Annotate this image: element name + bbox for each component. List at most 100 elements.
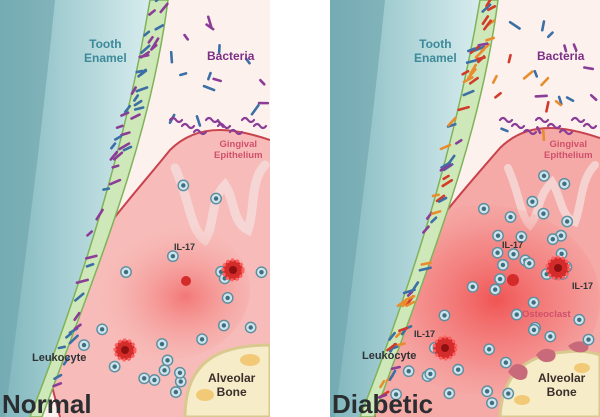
bacterium-rod-icon	[481, 15, 490, 26]
bacterium-chain-icon	[180, 122, 196, 130]
bacterium-rod-icon	[250, 103, 260, 116]
bacterium-rod-icon	[442, 174, 450, 181]
bacteria-group	[52, 0, 270, 388]
bacterium-chain-icon	[510, 122, 526, 130]
bacterium-rod-icon	[257, 101, 270, 105]
inflamed-cell-icon	[545, 255, 571, 281]
bacterium-rod-icon	[540, 20, 546, 32]
leukocyte-nucleus	[495, 250, 500, 255]
bacterium-rod-icon	[446, 122, 457, 128]
bacterium-rod-icon	[73, 311, 81, 322]
leukocyte-nucleus	[484, 389, 490, 394]
bacterium-rod-icon	[565, 96, 575, 103]
bacterium-rod-icon	[401, 300, 408, 308]
bacterium-rod-icon	[150, 37, 160, 50]
bacterium-rod-icon	[440, 161, 452, 169]
leukocyte-nucleus	[221, 323, 227, 328]
bacterium-rod-icon	[396, 298, 408, 308]
leukocyte-nucleus	[112, 364, 117, 369]
bacterium-rod-icon	[379, 379, 386, 389]
bacterium-rod-icon	[75, 278, 89, 284]
bacterium-rod-icon	[130, 113, 141, 120]
leukocyte-nucleus	[558, 233, 564, 238]
bacterium-rod-icon	[108, 178, 122, 186]
bacterium-rod-icon	[135, 69, 144, 74]
biofilm	[29, 0, 169, 417]
leukocyte-nucleus	[541, 211, 546, 216]
bacterium-rod-icon	[110, 142, 117, 150]
leukocyte-nucleus	[531, 327, 537, 333]
bacterium-rod-icon	[435, 194, 446, 203]
leukocyte-nucleus	[159, 341, 165, 347]
leukocyte-nucleus	[550, 236, 555, 242]
bacterium-rod-icon	[135, 86, 149, 93]
bacterium-rod-icon	[68, 334, 79, 345]
leukocyte-nucleus	[259, 270, 264, 275]
leukocyte-nucleus	[527, 261, 532, 266]
leukocyte-nucleus	[199, 337, 205, 342]
bone-marrow-icon	[196, 389, 214, 401]
bacterium-rod-icon	[133, 106, 145, 111]
bacterium-rod-icon	[244, 57, 251, 65]
bacterium-rod-icon	[57, 345, 67, 350]
bacterium-rod-icon	[202, 84, 216, 92]
leukocyte-nucleus	[162, 368, 167, 373]
bacterium-rod-icon	[466, 47, 477, 53]
bacterium-rod-icon	[431, 193, 440, 198]
bacterium-rod-icon	[412, 281, 420, 291]
bacterium-rod-icon	[154, 24, 165, 31]
bacterium-rod-icon	[454, 138, 463, 145]
bacterium-rod-icon	[53, 373, 63, 381]
bacterium-rod-icon	[133, 99, 143, 107]
bacterium-rod-icon	[388, 369, 397, 382]
label-il17: IL-17	[502, 240, 524, 250]
bacterium-rod-icon	[405, 300, 416, 308]
bacterium-rod-icon	[183, 33, 190, 41]
bacterium-rod-icon	[430, 216, 438, 224]
bone-marrow-icon	[514, 395, 530, 405]
label-osteoclast: Osteoclast	[522, 309, 571, 320]
bacterium-rod-icon	[85, 262, 95, 268]
bacterium-rod-icon	[109, 150, 119, 161]
leukocyte-nucleus	[586, 337, 591, 342]
bacterium-rod-icon	[386, 342, 397, 352]
bacterium-rod-icon	[447, 116, 457, 127]
bacterium-rod-icon	[138, 53, 150, 59]
bacterium-rod-icon	[120, 131, 131, 137]
bacterium-rod-icon	[139, 69, 148, 77]
leukocyte-nucleus	[152, 377, 157, 383]
leukocyte-nucleus	[514, 312, 519, 317]
bacterium-rod-icon	[469, 63, 478, 76]
bacterium-rod-icon	[540, 76, 550, 87]
bone-marrow-icon	[240, 354, 260, 366]
bacterium-rod-icon	[494, 91, 502, 99]
leukocyte-nucleus	[393, 392, 399, 397]
bacterium-rod-icon	[147, 35, 154, 44]
leukocyte-nucleus	[173, 389, 179, 395]
epithelium-ridges	[170, 160, 270, 247]
leukocyte-nucleus	[531, 300, 536, 305]
bacterium-rod-icon	[112, 151, 124, 161]
bacterium-rod-icon	[396, 342, 406, 347]
bacterium-rod-icon	[545, 100, 550, 113]
bacterium-chain-icon	[168, 116, 184, 124]
leukocyte-nucleus	[495, 233, 501, 238]
bacterium-rod-icon	[169, 50, 174, 64]
leukocyte-nucleus	[177, 370, 183, 375]
bacterium-rod-icon	[130, 86, 137, 95]
leukocyte-nucleus	[564, 219, 570, 224]
bacterium-rod-icon	[65, 332, 73, 339]
bacterium-rod-icon	[402, 288, 416, 295]
bacterium-rod-icon	[148, 9, 156, 16]
leukocyte-nucleus	[508, 214, 513, 220]
bacterium-rod-icon	[133, 94, 140, 102]
bacterium-rod-icon	[418, 266, 432, 272]
label-leukocyte: Leukocyte	[362, 350, 417, 362]
leukocyte-nucleus	[442, 313, 447, 318]
bacterium-rod-icon	[500, 127, 509, 133]
bacterium-rod-icon	[491, 74, 498, 84]
osteoclast-icon	[508, 364, 528, 380]
